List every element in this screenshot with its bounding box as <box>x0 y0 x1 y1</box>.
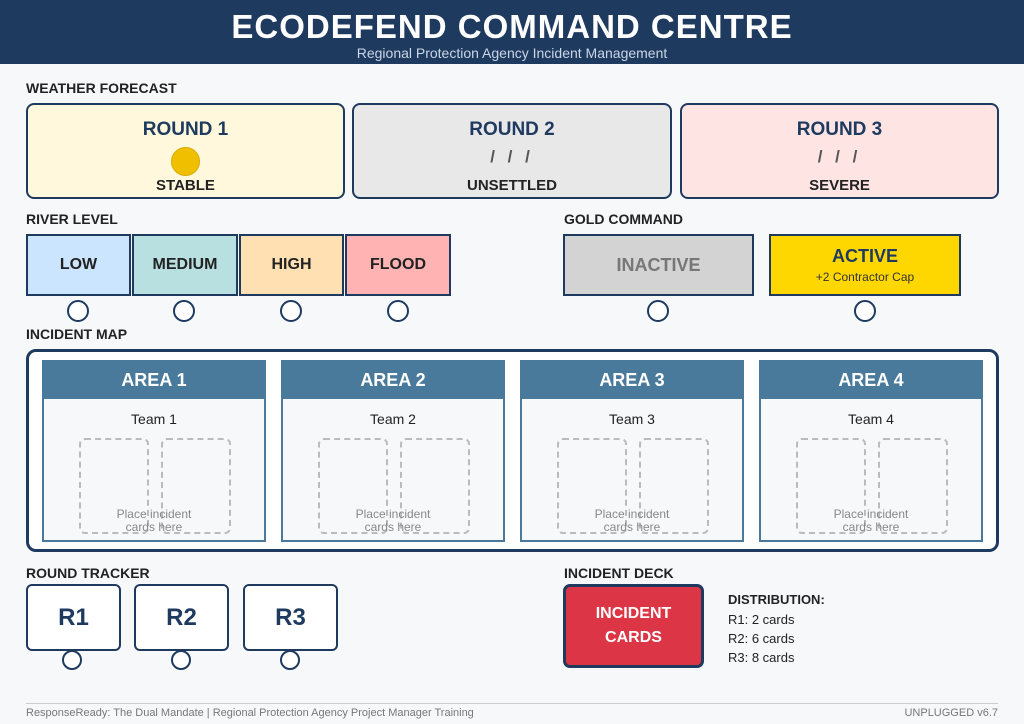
card-slot[interactable] <box>878 438 948 534</box>
card-slot[interactable] <box>161 438 231 534</box>
gold-command-inactive[interactable]: INACTIVE <box>563 234 754 296</box>
weather-card-round-1[interactable]: ROUND 1 STABLE <box>26 103 345 199</box>
river-level-high[interactable]: HIGH <box>239 234 344 296</box>
placeholder-text: Place incident cards here <box>355 507 431 534</box>
round-title: ROUND 3 <box>796 119 883 140</box>
incident-cards-deck[interactable]: INCIDENT CARDS <box>563 584 704 668</box>
area-3[interactable]: AREA 3 Team 3 Place incident cards here <box>520 360 744 542</box>
weather-card-round-2[interactable]: ROUND 2 / / / UNSETTLED <box>352 103 672 199</box>
area-4[interactable]: AREA 4 Team 4 Place incident cards here <box>759 360 983 542</box>
round-marker-slot[interactable] <box>171 650 191 670</box>
card-slot[interactable] <box>400 438 470 534</box>
gold-command-active[interactable]: ACTIVE +2 Contractor Cap <box>769 234 961 296</box>
page-subtitle: Regional Protection Agency Incident Mana… <box>356 45 668 61</box>
area-title: AREA 1 <box>44 362 264 399</box>
active-label: ACTIVE <box>831 246 898 266</box>
gold-marker-slot[interactable] <box>647 300 669 322</box>
weather-status: STABLE <box>156 177 215 194</box>
river-level-medium[interactable]: MEDIUM <box>132 234 238 296</box>
round-marker-slot[interactable] <box>62 650 82 670</box>
river-marker-slot[interactable] <box>280 300 302 322</box>
team-label: Team 4 <box>848 411 894 427</box>
header: ECODEFEND COMMAND CENTRE Regional Protec… <box>0 0 1024 64</box>
placeholder-text: Place incident cards here <box>594 507 670 534</box>
area-title: AREA 2 <box>283 362 503 399</box>
round-title: ROUND 2 <box>469 119 555 140</box>
distribution-item: R2: 6 cards <box>728 631 795 646</box>
round-tracker-r1[interactable]: R1 <box>26 584 121 651</box>
incident-deck-label: INCIDENT DECK <box>564 565 674 581</box>
area-title: AREA 3 <box>522 362 742 399</box>
gold-command-label: GOLD COMMAND <box>564 211 683 227</box>
card-slot[interactable] <box>79 438 149 534</box>
incident-map-label: INCIDENT MAP <box>26 326 128 342</box>
round-marker-slot[interactable] <box>280 650 300 670</box>
river-label: RIVER LEVEL <box>26 211 118 227</box>
gold-marker-slot[interactable] <box>854 300 876 322</box>
page-title: ECODEFEND COMMAND CENTRE <box>231 8 793 45</box>
weather-status: UNSETTLED <box>467 177 557 194</box>
placeholder-text: Place incident cards here <box>833 507 909 534</box>
area-2[interactable]: AREA 2 Team 2 Place incident cards here <box>281 360 505 542</box>
storm-icon: / / / <box>817 147 862 166</box>
river-level-flood[interactable]: FLOOD <box>345 234 451 296</box>
deck-text: CARDS <box>605 629 662 646</box>
team-label: Team 2 <box>370 411 416 427</box>
distribution-title: DISTRIBUTION: <box>728 592 825 607</box>
round-tracker-label: ROUND TRACKER <box>26 565 150 581</box>
card-slot[interactable] <box>639 438 709 534</box>
card-slot[interactable] <box>557 438 627 534</box>
team-label: Team 1 <box>131 411 177 427</box>
footer-version: UNPLUGGED v6.7 <box>904 707 998 719</box>
footer-divider <box>26 703 998 704</box>
sun-icon <box>171 147 200 176</box>
team-label: Team 3 <box>609 411 655 427</box>
distribution-item: R1: 2 cards <box>728 612 795 627</box>
river-marker-slot[interactable] <box>387 300 409 322</box>
rain-icon: / / / <box>490 147 534 166</box>
river-marker-slot[interactable] <box>173 300 195 322</box>
area-1[interactable]: AREA 1 Team 1 Place incident cards here <box>42 360 266 542</box>
weather-card-round-3[interactable]: ROUND 3 / / / SEVERE <box>680 103 999 199</box>
card-slot[interactable] <box>796 438 866 534</box>
round-title: ROUND 1 <box>142 119 229 140</box>
card-slot[interactable] <box>318 438 388 534</box>
weather-status: SEVERE <box>809 177 870 194</box>
river-marker-slot[interactable] <box>67 300 89 322</box>
active-note: +2 Contractor Cap <box>815 270 915 284</box>
deck-text: INCIDENT <box>595 605 672 622</box>
inactive-label: INACTIVE <box>616 254 701 275</box>
round-tracker-r3[interactable]: R3 <box>243 584 338 651</box>
distribution: DISTRIBUTION: R1: 2 cards R2: 6 cards R3… <box>728 590 825 667</box>
weather-label: WEATHER FORECAST <box>26 80 177 96</box>
area-title: AREA 4 <box>761 362 981 399</box>
placeholder-text: Place incident cards here <box>116 507 192 534</box>
round-tracker-r2[interactable]: R2 <box>134 584 229 651</box>
river-level-low[interactable]: LOW <box>26 234 131 296</box>
distribution-item: R3: 8 cards <box>728 650 795 665</box>
footer-left: ResponseReady: The Dual Mandate | Region… <box>26 707 474 719</box>
